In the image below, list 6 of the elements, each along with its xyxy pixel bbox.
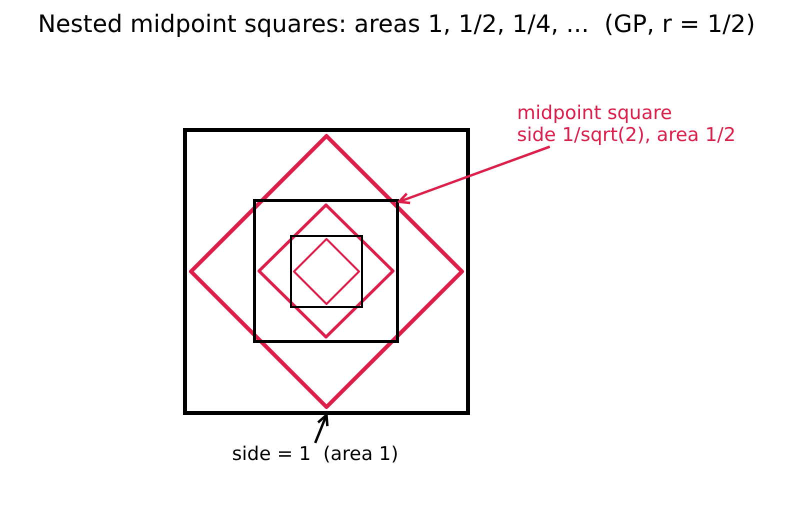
annotation-text: side 1/sqrt(2), area 1/2 [517, 124, 736, 147]
annotation-text: side = 1 (area 1) [232, 444, 398, 466]
diagram-title: Nested midpoint squares: areas 1, 1/2, 1/4, ... (GP, r = 1/2) [36, 10, 756, 38]
annotation-text: midpoint square [517, 103, 674, 125]
arrow [314, 414, 329, 444]
arrow [398, 146, 550, 204]
